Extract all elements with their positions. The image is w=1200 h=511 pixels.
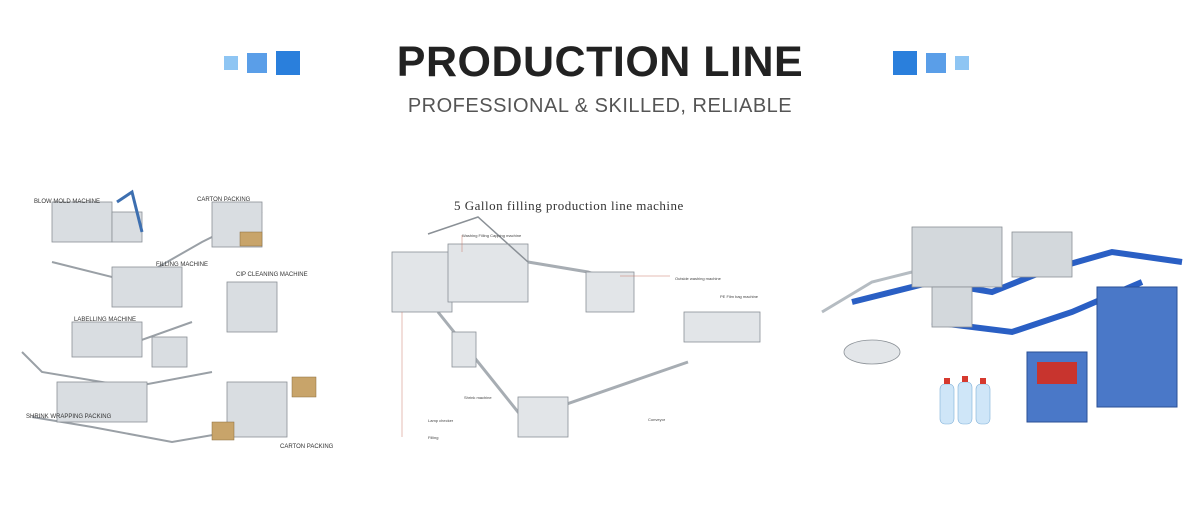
production-line-image-1: BLOW MOLD MACHINE CARTON PACKING FILLING… (12, 172, 334, 472)
label-shrink-machine: Shrink machine (464, 395, 492, 400)
decor-square-medium (247, 53, 267, 73)
label-outside-washing: Outside washing machine (675, 276, 721, 281)
decor-square-large (276, 51, 300, 75)
label-carton-packing-top: CARTON PACKING (197, 197, 251, 203)
decor-square-small (955, 56, 969, 70)
decor-square-small (224, 56, 238, 70)
label-pe-film-bag: PE Film bag machine (720, 294, 759, 299)
page-title: PRODUCTION LINE (396, 38, 804, 86)
decor-squares-left (224, 51, 300, 75)
label-washing-filling-capping: Washing Filling Capping machine (462, 233, 522, 238)
label-shrink-wrapping-packing: SHRINK WRAPPING PACKING (26, 414, 112, 420)
label-filling-machine: FILLING MACHINE (156, 262, 209, 268)
decor-squares-right (893, 51, 969, 75)
page-subtitle: PROFESSIONAL & SKILLED, RELIABLE (407, 95, 793, 117)
production-line-illustration-3 (821, 226, 1183, 425)
label-blow-mold-machine: BLOW MOLD MACHINE (34, 199, 101, 205)
production-line-illustration-1 (21, 189, 317, 444)
label-lamp-checker: Lamp checker (428, 418, 454, 423)
label-conveyor: Conveyor (648, 417, 666, 422)
decor-square-large (893, 51, 917, 75)
production-line-image-2: 5 Gallon filling production line machine… (388, 172, 772, 472)
label-labelling-machine: LABELLING MACHINE (74, 317, 137, 323)
production-line-illustration-2 (391, 216, 761, 438)
label-filling: Filling (428, 435, 439, 440)
label-carton-packing-bottom: CARTON PACKING (280, 444, 334, 450)
section-heading: PRODUCTION LINE PROFESSIONAL & SKILLED, … (0, 38, 1200, 118)
production-line-image-3 (812, 172, 1196, 472)
decor-square-medium (926, 53, 946, 73)
machine-diagram-title: 5 Gallon filling production line machine (454, 198, 684, 213)
label-cip-cleaning-machine: CIP CLEANING MACHINE (236, 272, 308, 278)
